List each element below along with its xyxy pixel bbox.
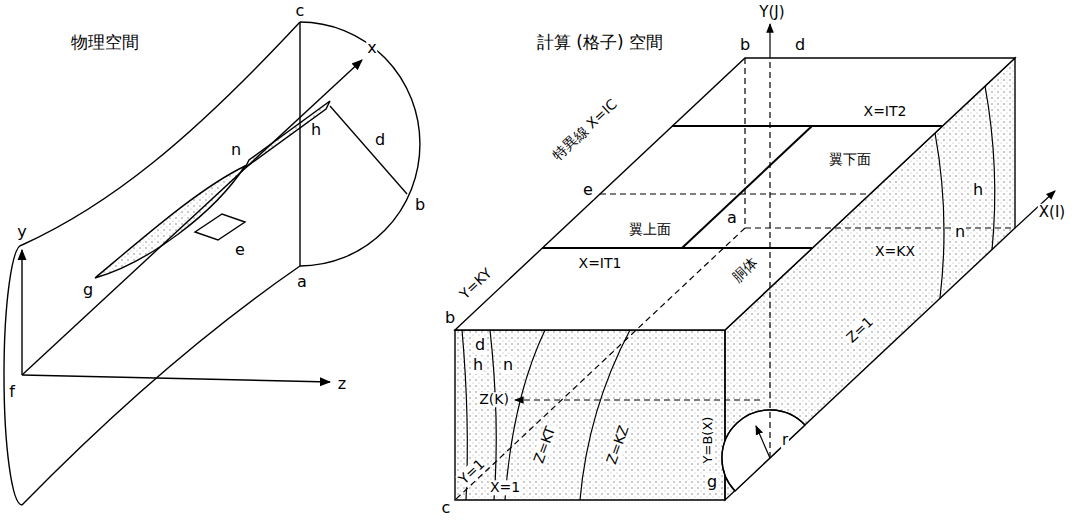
line-label: X=1 — [489, 480, 521, 495]
symmetry-plane-edge — [299, 22, 300, 266]
line-label: X=IT2 — [863, 104, 908, 119]
surface-label: 翼下面 — [828, 152, 872, 167]
axis-label: Z(K) — [478, 392, 510, 407]
axis-label: Y(J) — [758, 4, 785, 21]
point-label: n — [230, 141, 242, 159]
point-label: a — [296, 273, 308, 291]
fuselage-section — [722, 410, 805, 491]
hidden-edge — [745, 227, 1015, 228]
axis-line — [769, 58, 770, 458]
point-label: e — [234, 241, 246, 259]
grid-line — [542, 247, 812, 249]
fuselage-surface — [95, 166, 245, 278]
surface-label: Y=B(X) — [701, 416, 715, 465]
fuselage-section — [722, 410, 805, 491]
grid-curve — [985, 86, 995, 250]
point-label: h — [310, 121, 322, 139]
point-label: d — [474, 336, 486, 354]
point-label: c — [295, 2, 306, 20]
surface-label: 翼上面 — [628, 222, 672, 237]
point-label: b — [414, 196, 426, 214]
singular-line — [600, 193, 870, 194]
hidden-edge — [744, 58, 745, 228]
grid-curve — [490, 330, 496, 500]
point-label: f — [8, 383, 16, 401]
grid-face — [455, 330, 725, 500]
wing-strip — [245, 101, 330, 168]
outlet-boundary — [300, 22, 420, 266]
point-label: n — [954, 223, 966, 241]
line-label: X=IT1 — [578, 256, 623, 271]
axis-label: X(I) — [1038, 204, 1066, 221]
point-label: h — [972, 181, 984, 199]
wing-cut — [682, 126, 812, 248]
panel-heading: 物理空間 — [70, 33, 140, 52]
radius-label: r — [781, 432, 789, 449]
axis-line — [515, 399, 760, 400]
inlet-boundary — [4, 245, 22, 505]
axis-line — [21, 250, 22, 375]
axis-line — [22, 375, 330, 382]
axis-label: z — [337, 375, 347, 393]
axis-line — [22, 60, 362, 375]
point-label: d — [794, 36, 806, 54]
point-label: e — [582, 181, 594, 199]
grid-face — [455, 58, 1015, 330]
wake-line — [330, 106, 407, 194]
point-label: b — [739, 36, 751, 54]
grid-curve — [580, 330, 630, 500]
line-label: X=KX — [874, 244, 916, 259]
panel-heading: 計算 (格子) 空間 — [536, 33, 664, 52]
point-label: g — [82, 281, 94, 299]
radius-arrow — [756, 426, 770, 458]
point-label: c — [441, 499, 452, 517]
hidden-edge — [455, 228, 745, 500]
grid-line — [672, 125, 942, 127]
point-label: h — [472, 356, 484, 374]
axis-line — [769, 24, 770, 58]
point-label: d — [374, 131, 386, 149]
point-label: a — [726, 209, 738, 227]
axis-label: y — [16, 223, 27, 241]
axis-label: x — [366, 39, 377, 57]
line-label: 特異線 X=IC — [549, 96, 621, 164]
outer-boundary — [22, 266, 300, 505]
point-label: n — [502, 356, 514, 374]
wing-root-panel — [195, 214, 245, 240]
outer-boundary — [22, 22, 300, 245]
point-label: b — [444, 309, 456, 327]
grid-curve — [935, 133, 944, 298]
point-label: g — [706, 473, 718, 491]
